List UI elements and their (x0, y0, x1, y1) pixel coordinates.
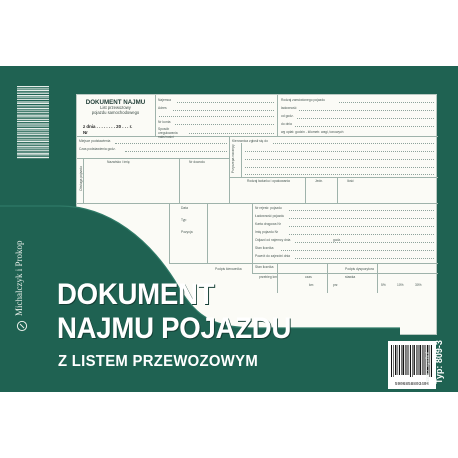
symbol-label: Oznacz. symbol (425, 352, 430, 385)
field-sposob: Sposób uregulowania należności (158, 127, 178, 139)
trip-nr-rej: Nr rejestr. pojazdu (255, 206, 282, 210)
form-number: Nr (83, 130, 88, 135)
field-czas: Czas podstawienia godz. (79, 147, 116, 151)
cover-title-line3: Z LISTEM PRZEWOZOWYM (58, 353, 259, 370)
product-cover: DOKUMENT NAJMU List przewozowy pojazdu s… (0, 66, 458, 392)
foot-10: 10% (397, 283, 404, 287)
field-obsluga: Obsługa pojazdu (79, 166, 83, 191)
field-wg-oplat: wg opłat: godzin - kilometr. wagi, tonow… (281, 130, 344, 134)
side-barcode (17, 86, 49, 159)
trip-pozycja: Pozycja (181, 230, 193, 234)
trip-odjazd: Odjazd od najemcy dnia (255, 238, 291, 242)
trip-stan-2: Stan licznika (255, 265, 274, 269)
field-ilosc: Ilość (347, 179, 354, 183)
field-nazwisko: Nazwisko i imię (107, 160, 130, 164)
field-jedn: Jedn. (315, 179, 324, 183)
field-kierownica: Kierownica zgłosił się do (232, 139, 268, 143)
field-miejsce: Miejsce podstawienia (79, 139, 111, 143)
product-barcode (388, 341, 436, 389)
field-rodzaj-ladunku: Rodzaj ładunku i opakowania (247, 179, 290, 183)
trip-ladownosc: Ładowność pojazdu (255, 214, 285, 218)
foot-stawka: stawka (345, 275, 356, 279)
foot-przebieg: przebieg km (259, 275, 277, 279)
sign-kierownika: Podpis kierownika (215, 267, 242, 271)
trip-powrot: Powrót do zajezdni dnia (255, 254, 291, 258)
field-do-dnia: do dnia (281, 122, 292, 126)
foot-30: 30% (415, 283, 422, 287)
brand-logo-icon (16, 320, 28, 332)
field-nr-dowodu: Nr dowodu (189, 160, 205, 164)
field-od-godz: od godz. (281, 114, 294, 118)
cover-title-line2: NAJMU POJAZDU (57, 312, 292, 345)
field-ladownosc: ładowność (281, 106, 297, 110)
form-date: z dnia . . . . . . . . 20 . . . r. (83, 124, 133, 129)
foot-km: km (309, 283, 314, 287)
foot-czas: czas (305, 275, 312, 279)
form-subtitle: List przewozowy pojazdu samochodowego (91, 105, 140, 115)
field-rodzaj: Rodzaj zamówionego pojazdu (281, 98, 325, 102)
form-title: DOKUMENT NAJMU (85, 99, 146, 106)
trip-typ: Typ (181, 218, 187, 222)
trip-imie: Imię pojazdu Nr (255, 230, 279, 234)
field-konto: Nr konta (158, 120, 171, 124)
brand-name: Michalczyk i Prokop (14, 240, 24, 317)
barcode-icon (391, 345, 432, 377)
field-najemca: Najemca (158, 98, 172, 102)
foot-prz: prz (333, 283, 338, 287)
cover-title-line1: DOKUMENT (57, 278, 215, 311)
sign-dyspozytora: Podpis dyspozytora (345, 267, 374, 271)
barcode-number: 5906858803400 (394, 382, 430, 387)
field-adres: Adres (158, 106, 167, 110)
trip-karta: Karta drogowa Nr (255, 222, 281, 226)
trip-data: Data (181, 206, 188, 210)
type-code: Typ: 809-3 (434, 340, 444, 384)
field-przyczepa: Przyczepa naczepy (231, 144, 235, 173)
trip-stan-1: Stan licznika (255, 246, 274, 250)
foot-5: 5% (381, 283, 386, 287)
